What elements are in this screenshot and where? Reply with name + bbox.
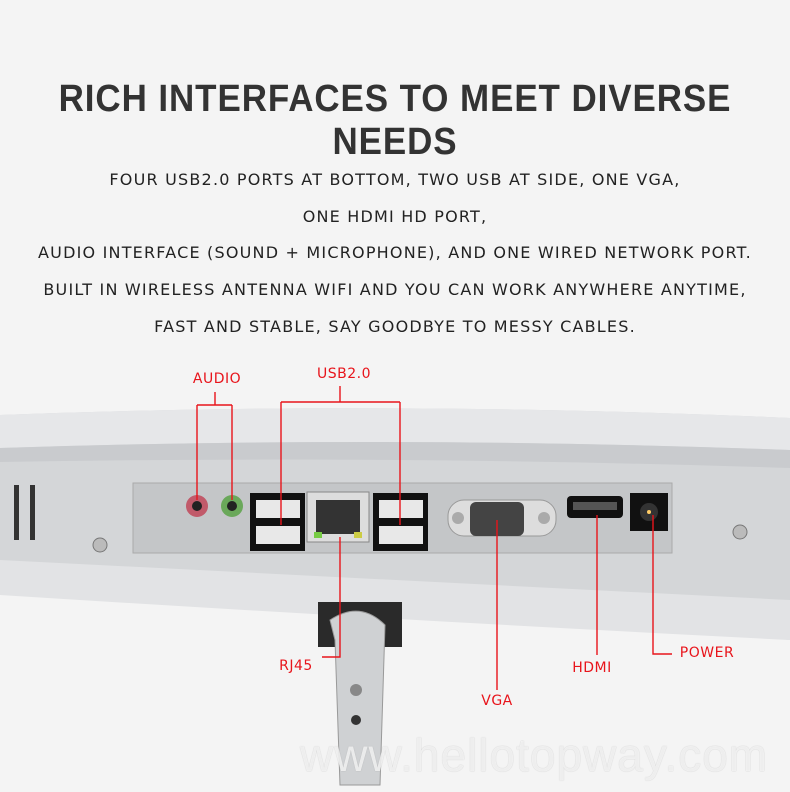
description-line: FOUR USB2.0 PORTS AT BOTTOM, TWO USB AT … bbox=[109, 170, 681, 189]
description-line: FAST AND STABLE, SAY GOODBYE TO MESSY CA… bbox=[154, 316, 636, 336]
audio-label: AUDIO bbox=[192, 371, 242, 387]
power-label: POWER bbox=[679, 645, 735, 661]
rj45-label: RJ45 bbox=[279, 658, 313, 674]
hdmi-port-icon bbox=[567, 496, 623, 518]
usb-label: USB2.0 bbox=[316, 366, 372, 382]
usb-port-icon bbox=[250, 493, 305, 551]
callout-lines bbox=[196, 386, 672, 690]
hdmi-label: HDMI bbox=[572, 660, 612, 676]
description-line: AUDIO INTERFACE (SOUND + MICROPHONE), AN… bbox=[38, 243, 752, 263]
description-line: BUILT IN WIRELESS ANTENNA WIFI AND YOU C… bbox=[43, 280, 747, 300]
watermark: www.hellotopway.com bbox=[300, 729, 769, 781]
power-port-icon bbox=[630, 493, 668, 531]
vent-icon bbox=[14, 485, 35, 540]
screw-icon bbox=[732, 524, 748, 540]
vga-port-icon bbox=[447, 499, 557, 537]
ethernet-port-icon bbox=[306, 491, 370, 543]
vga-label: VGA bbox=[481, 693, 513, 709]
screw-icon bbox=[92, 537, 108, 553]
description: FOUR USB2.0 PORTS AT BOTTOM, TWO USB AT … bbox=[0, 168, 790, 351]
page-title: RICH INTERFACES TO MEET DIVERSE NEEDS bbox=[58, 78, 732, 163]
description-line: ONE HDMI HD PORT, bbox=[302, 206, 488, 226]
